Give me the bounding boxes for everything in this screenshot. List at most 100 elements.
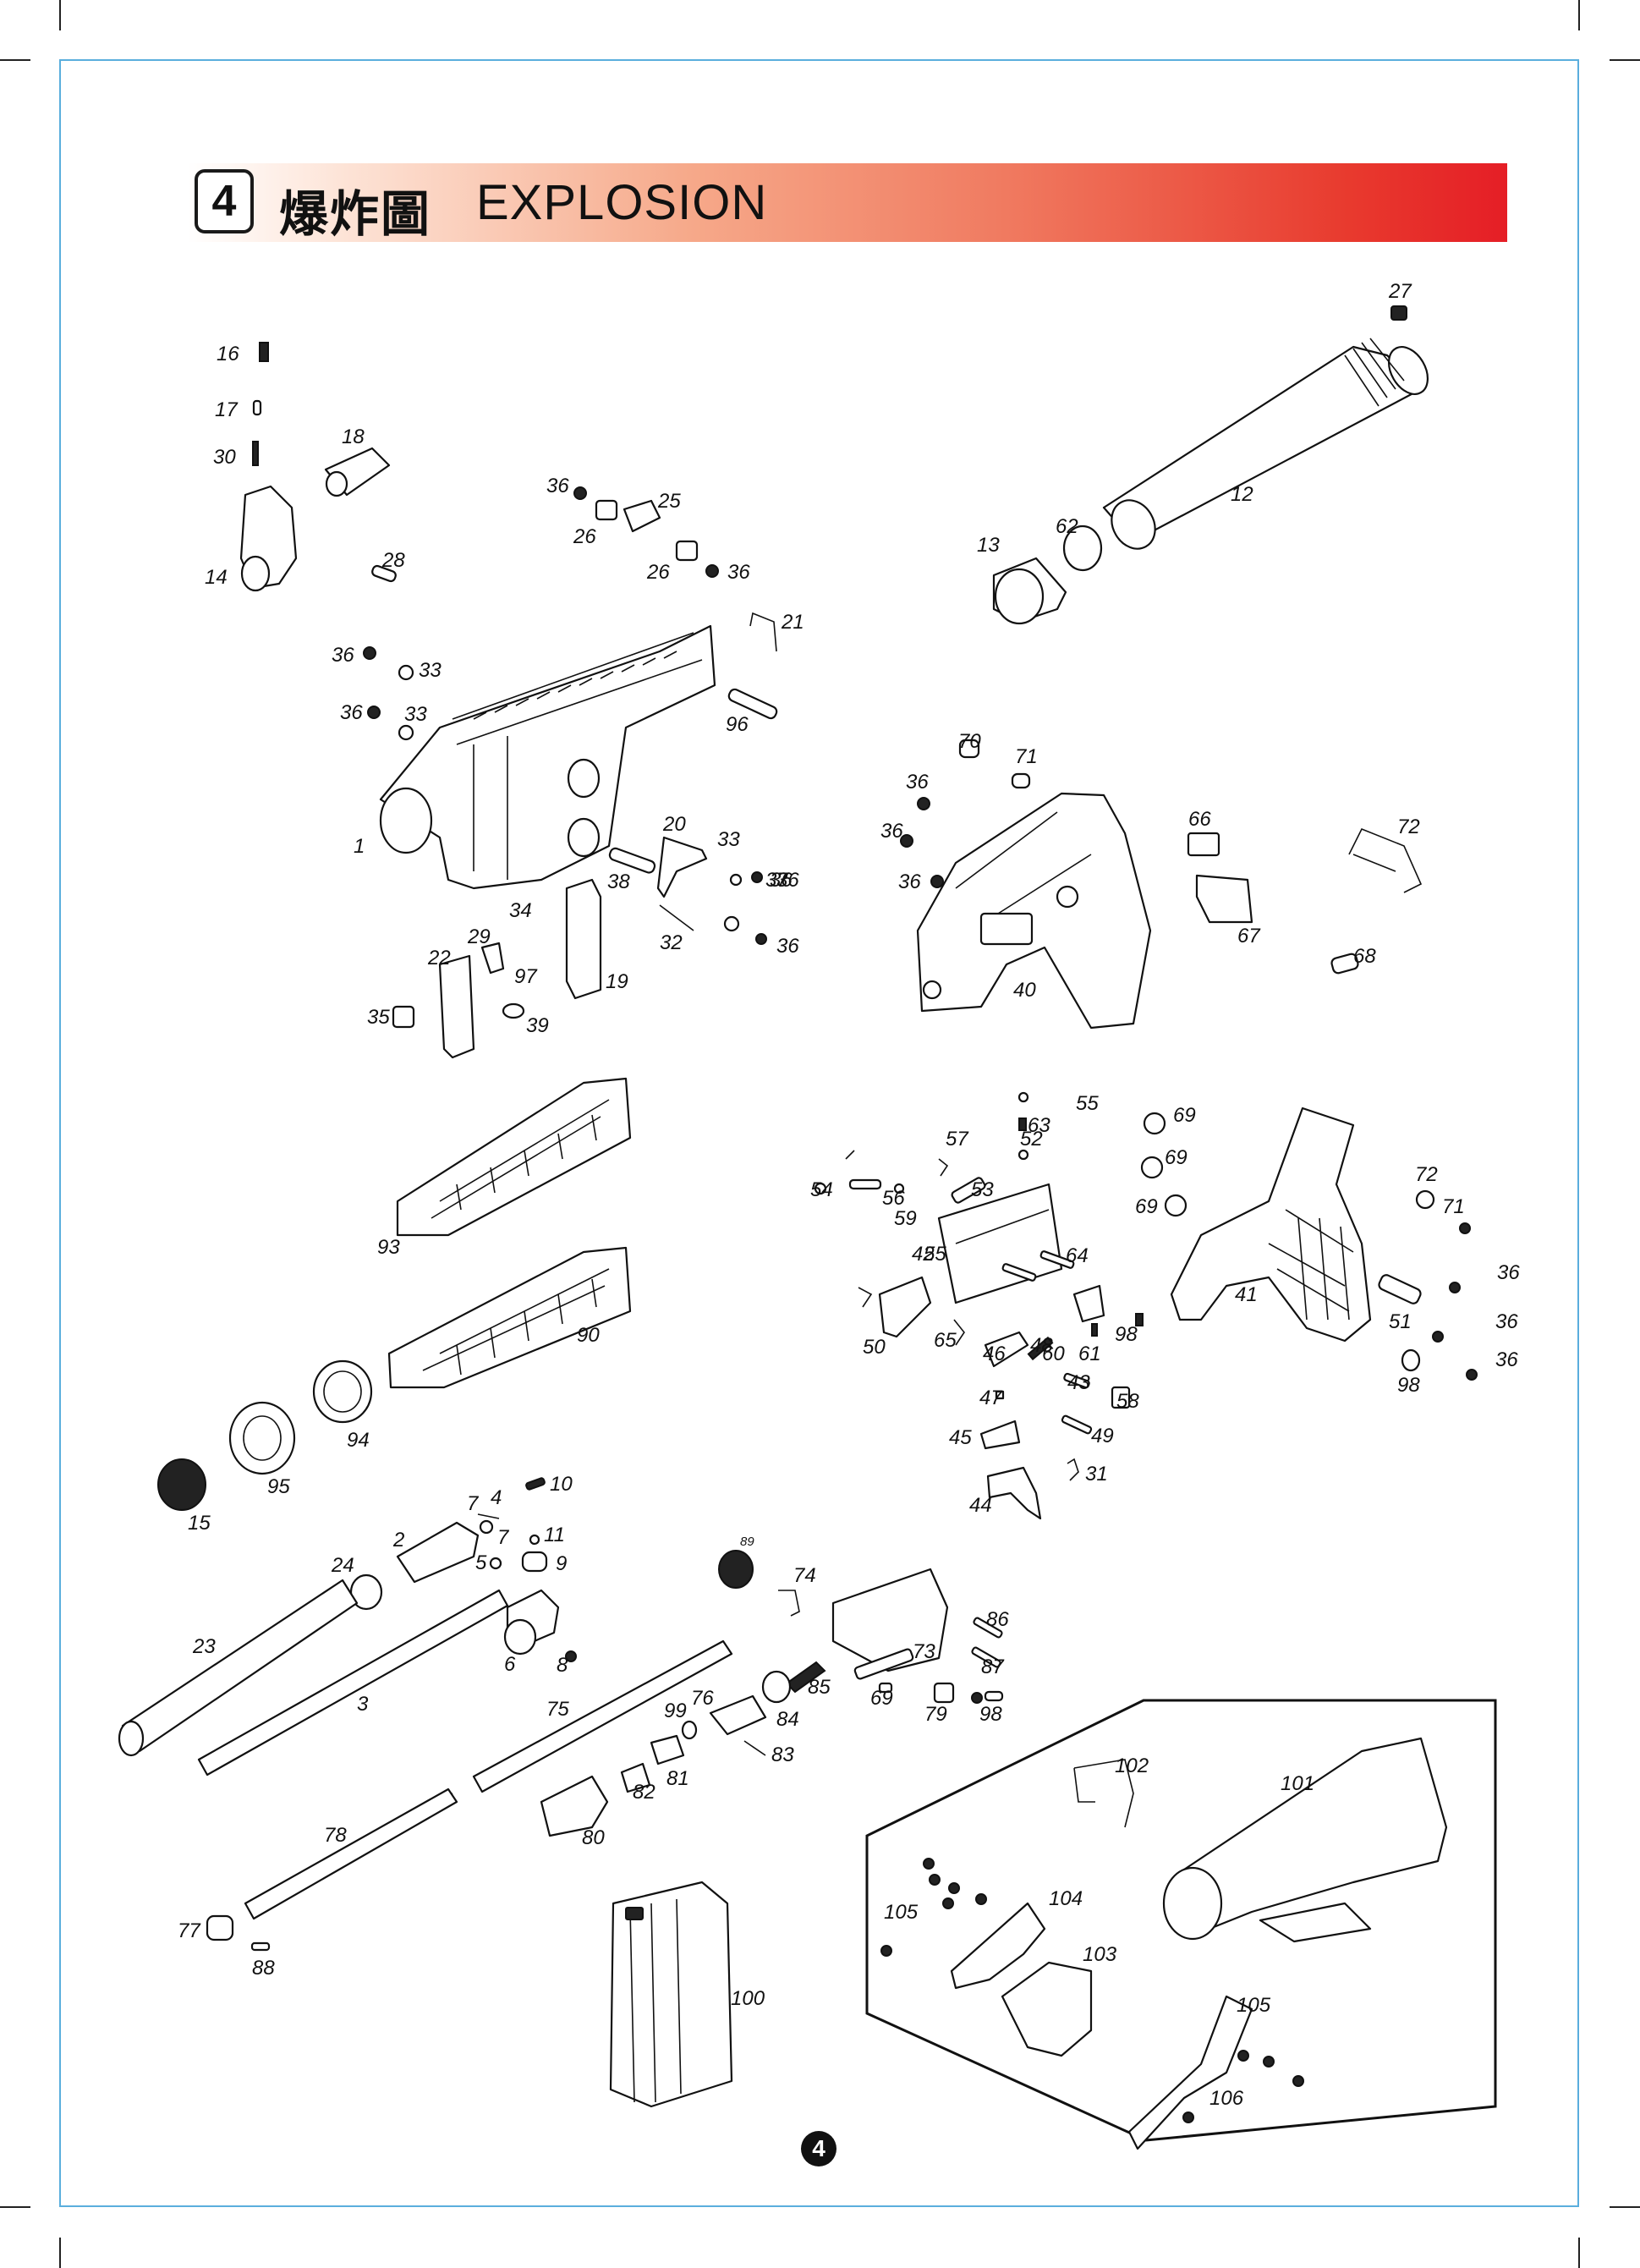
crop-mark <box>1578 2238 1580 2268</box>
part-label: 82 <box>633 1781 655 1804</box>
crop-mark <box>0 59 30 61</box>
part-label: 36 <box>727 561 750 584</box>
part-label: 69 <box>870 1687 893 1710</box>
part-label: 33 <box>717 828 740 851</box>
part-label: 83 <box>771 1744 794 1766</box>
part-label: 43 <box>1067 1371 1090 1394</box>
part-label: 90 <box>577 1324 600 1347</box>
part-label: 18 <box>342 426 365 448</box>
hop-unit-parts <box>573 486 719 578</box>
section-number-badge: 4 <box>195 169 254 233</box>
part-label: 55 <box>1076 1092 1099 1115</box>
part-label: 47 <box>979 1387 1003 1409</box>
part-label: 36 <box>906 771 929 794</box>
handguards <box>387 1077 632 1389</box>
part-label: 102 <box>1115 1755 1149 1777</box>
part-label: 60 <box>1042 1343 1065 1365</box>
part-label: 95 <box>267 1475 290 1498</box>
part-label: 69 <box>1173 1104 1196 1127</box>
part-label: 36 <box>340 701 363 724</box>
pistol-grip <box>1140 1107 1478 1381</box>
part-label: 42 <box>912 1243 935 1266</box>
part-label: 88 <box>252 1957 275 1980</box>
crop-mark <box>1610 2206 1640 2208</box>
magazine <box>609 1881 733 2108</box>
part-label: 17 <box>215 398 239 421</box>
part-label: 71 <box>1015 745 1038 768</box>
part-label: 44 <box>969 1494 992 1517</box>
part-label: 49 <box>1091 1425 1114 1447</box>
part-label: 51 <box>1389 1310 1412 1333</box>
piston-parts <box>540 1550 1004 1837</box>
part-label: 36 <box>1495 1310 1518 1333</box>
part-label: 100 <box>731 1987 765 2010</box>
part-label: 20 <box>662 813 686 836</box>
page-number: 4 <box>801 2131 836 2166</box>
part-label: 36 <box>332 644 354 667</box>
upper-receiver <box>379 624 716 890</box>
page-frame <box>59 59 1579 2207</box>
part-label: 31 <box>1085 1463 1108 1485</box>
part-label: 69 <box>1135 1195 1158 1218</box>
part-label: 46 <box>983 1343 1006 1365</box>
part-label: 1 <box>354 835 365 858</box>
part-label: 32 <box>660 931 683 954</box>
part-label: 36 <box>1497 1261 1520 1284</box>
crop-mark <box>0 2206 30 2208</box>
part-label: 14 <box>205 566 228 589</box>
part-label: 75 <box>546 1698 569 1721</box>
part-label: 69 <box>1165 1146 1187 1169</box>
part-label: 7 <box>497 1526 510 1549</box>
part-label: 62 <box>1056 515 1078 538</box>
part-label: 78 <box>324 1824 347 1847</box>
part-label: 36 <box>898 870 921 893</box>
part-label: 5 <box>475 1551 487 1574</box>
part-label: 10 <box>550 1473 573 1496</box>
part-label: 89 <box>740 1535 754 1549</box>
part-label: 74 <box>793 1564 816 1587</box>
part-label: 52 <box>1020 1128 1043 1150</box>
part-label: 50 <box>863 1336 886 1359</box>
part-label: 26 <box>573 525 596 548</box>
part-label: 22 <box>427 947 451 969</box>
part-label: 7 <box>467 1492 480 1515</box>
part-label: 38 <box>607 870 630 893</box>
part-label: 98 <box>1397 1374 1420 1397</box>
part-label: 64 <box>1066 1244 1089 1267</box>
part-label: 56 <box>882 1187 905 1210</box>
crop-mark <box>59 0 61 30</box>
part-label: 103 <box>1083 1943 1117 1966</box>
part-label: 77 <box>178 1919 201 1942</box>
part-label: 76 <box>691 1687 714 1710</box>
part-label: 70 <box>958 730 981 753</box>
crop-mark <box>1578 0 1580 30</box>
part-label: 19 <box>606 970 628 993</box>
crop-mark <box>1610 59 1640 61</box>
part-label: 27 <box>1388 280 1412 303</box>
part-label: 26 <box>646 561 670 584</box>
part-label: 106 <box>1209 2087 1244 2110</box>
part-label: 67 <box>1237 925 1261 947</box>
part-label: 68 <box>1353 945 1376 968</box>
part-label: 36 <box>770 869 793 892</box>
part-label: 58 <box>1116 1390 1139 1413</box>
part-label: 71 <box>1442 1195 1465 1218</box>
part-label: 54 <box>810 1178 833 1201</box>
part-label: 35 <box>367 1006 390 1029</box>
part-label: 79 <box>924 1703 947 1726</box>
part-label: 53 <box>971 1178 994 1201</box>
part-label: 16 <box>217 343 239 365</box>
part-label: 84 <box>776 1708 799 1731</box>
part-label: 98 <box>979 1703 1002 1726</box>
part-label: 9 <box>556 1552 567 1575</box>
selector-parts <box>1187 827 1423 975</box>
part-label: 25 <box>657 490 681 513</box>
part-label: 45 <box>949 1426 972 1449</box>
part-label: 40 <box>1013 979 1036 1002</box>
crop-mark <box>59 2238 61 2268</box>
part-label: 85 <box>808 1676 831 1699</box>
part-label: 36 <box>546 475 569 497</box>
part-label: 6 <box>504 1653 516 1676</box>
part-label: 105 <box>1237 1994 1271 2017</box>
